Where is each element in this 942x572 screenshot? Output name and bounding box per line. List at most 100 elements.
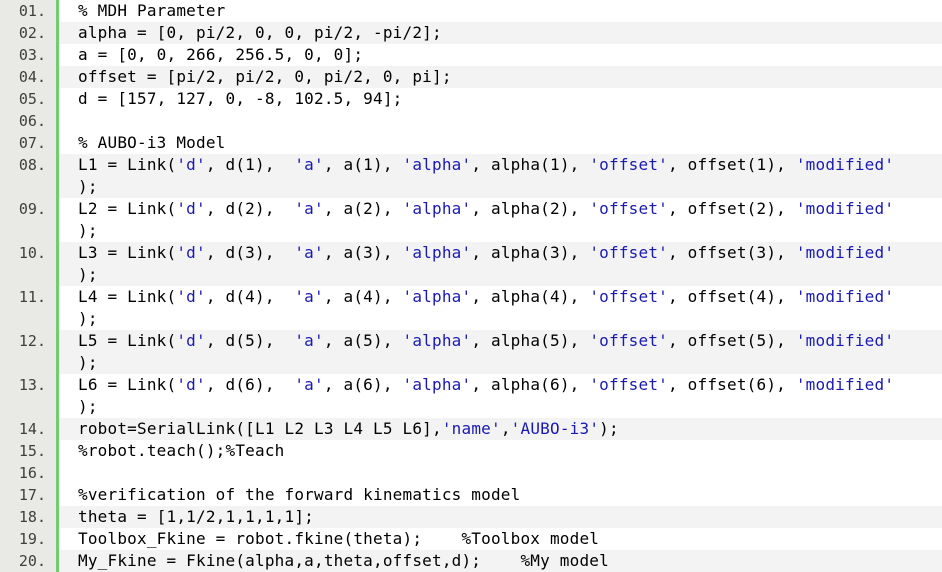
code-text[interactable]: theta = [1,1/2,1,1,1,1]; [59,506,942,528]
code-text[interactable]: L6 = Link('d', d(6), 'a', a(6), 'alpha',… [59,374,942,418]
string-literal: 'AUBO-i3' [510,419,600,438]
string-literal: 'name' [441,419,501,438]
string-literal: 'd' [176,287,206,306]
code-text[interactable]: L2 = Link('d', d(2), 'a', a(2), 'alpha',… [59,198,942,242]
change-marker [56,132,59,154]
line-number: 17. [0,484,56,506]
string-literal: 'offset' [589,199,669,218]
code-line[interactable]: 04.offset = [pi/2, pi/2, 0, pi/2, 0, pi]… [0,66,942,88]
code-line[interactable]: 20.My_Fkine = Fkine(alpha,a,theta,offset… [0,550,942,572]
code-text[interactable]: alpha = [0, pi/2, 0, 0, pi/2, -pi/2]; [59,22,942,44]
change-marker [56,506,59,528]
code-text[interactable]: % MDH Parameter [59,0,942,22]
string-literal: 'd' [176,375,206,394]
code-line[interactable]: 19.Toolbox_Fkine = robot.fkine(theta); %… [0,528,942,550]
code-line[interactable]: 15.%robot.teach();%Teach [0,440,942,462]
line-number: 15. [0,440,56,462]
line-number: 01. [0,0,56,22]
code-text[interactable]: L1 = Link('d', d(1), 'a', a(1), 'alpha',… [59,154,942,198]
code-line[interactable]: 12.L5 = Link('d', d(5), 'a', a(5), 'alph… [0,330,942,374]
code-line[interactable]: 09.L2 = Link('d', d(2), 'a', a(2), 'alph… [0,198,942,242]
code-line[interactable]: 18.theta = [1,1/2,1,1,1,1]; [0,506,942,528]
change-marker [56,374,59,418]
code-line[interactable]: 05.d = [157, 127, 0, -8, 102.5, 94]; [0,88,942,110]
wrapped-continuation: ); [78,397,98,416]
string-literal: 'a' [294,155,324,174]
code-line[interactable]: 03.a = [0, 0, 266, 256.5, 0, 0]; [0,44,942,66]
string-literal: 'alpha' [402,287,472,306]
code-text[interactable]: offset = [pi/2, pi/2, 0, pi/2, 0, pi]; [59,66,942,88]
wrapped-continuation: ); [78,309,98,328]
string-literal: 'alpha' [402,155,472,174]
code-line[interactable]: 11.L4 = Link('d', d(4), 'a', a(4), 'alph… [0,286,942,330]
code-text[interactable]: a = [0, 0, 266, 256.5, 0, 0]; [59,44,942,66]
change-marker [56,418,59,440]
code-line[interactable]: 06. [0,110,942,132]
line-number: 19. [0,528,56,550]
string-literal: 'modified' [795,243,895,262]
code-line[interactable]: 02.alpha = [0, pi/2, 0, 0, pi/2, -pi/2]; [0,22,942,44]
string-literal: 'd' [176,155,206,174]
code-text[interactable]: L3 = Link('d', d(3), 'a', a(3), 'alpha',… [59,242,942,286]
string-literal: 'a' [294,199,324,218]
change-marker [56,88,59,110]
code-line[interactable]: 08.L1 = Link('d', d(1), 'a', a(1), 'alph… [0,154,942,198]
code-line[interactable]: 17.%verification of the forward kinemati… [0,484,942,506]
line-number: 07. [0,132,56,154]
change-marker [56,484,59,506]
line-number: 14. [0,418,56,440]
string-literal: 'modified' [795,155,895,174]
code-line[interactable]: 14.robot=SerialLink([L1 L2 L3 L4 L5 L6],… [0,418,942,440]
code-text[interactable]: Toolbox_Fkine = robot.fkine(theta); %Too… [59,528,942,550]
code-line[interactable]: 10.L3 = Link('d', d(3), 'a', a(3), 'alph… [0,242,942,286]
string-literal: 'a' [294,287,324,306]
string-literal: 'modified' [795,199,895,218]
code-text[interactable]: L4 = Link('d', d(4), 'a', a(4), 'alpha',… [59,286,942,330]
line-number: 13. [0,374,56,418]
code-line[interactable]: 01.% MDH Parameter [0,0,942,22]
code-line[interactable]: 13.L6 = Link('d', d(6), 'a', a(6), 'alph… [0,374,942,418]
code-line[interactable]: 07.% AUBO-i3 Model [0,132,942,154]
change-marker [56,198,59,242]
line-number: 06. [0,110,56,132]
line-number: 05. [0,88,56,110]
line-number: 03. [0,44,56,66]
string-literal: 'alpha' [402,199,472,218]
change-marker [56,330,59,374]
string-literal: 'modified' [795,375,895,394]
string-literal: 'offset' [589,155,669,174]
code-text[interactable]: d = [157, 127, 0, -8, 102.5, 94]; [59,88,942,110]
string-literal: 'modified' [795,331,895,350]
code-text[interactable]: %verification of the forward kinematics … [59,484,942,506]
change-marker [56,0,59,22]
string-literal: 'd' [176,331,206,350]
change-marker [56,22,59,44]
change-marker [56,528,59,550]
string-literal: 'a' [294,375,324,394]
code-line[interactable]: 16. [0,462,942,484]
wrapped-continuation: ); [78,353,98,372]
change-marker [56,44,59,66]
string-literal: 'alpha' [402,243,472,262]
string-literal: 'd' [176,199,206,218]
code-text[interactable]: L5 = Link('d', d(5), 'a', a(5), 'alpha',… [59,330,942,374]
line-number: 08. [0,154,56,198]
line-number: 04. [0,66,56,88]
change-marker [56,440,59,462]
string-literal: 'd' [176,243,206,262]
code-text[interactable]: My_Fkine = Fkine(alpha,a,theta,offset,d)… [59,550,942,572]
line-number: 16. [0,462,56,484]
change-marker [56,110,59,132]
string-literal: 'a' [294,243,324,262]
code-text[interactable]: %robot.teach();%Teach [59,440,942,462]
string-literal: 'offset' [589,331,669,350]
string-literal: 'a' [294,331,324,350]
code-text[interactable]: % AUBO-i3 Model [59,132,942,154]
string-literal: 'offset' [589,375,669,394]
string-literal: 'alpha' [402,375,472,394]
string-literal: 'offset' [589,243,669,262]
code-text[interactable]: robot=SerialLink([L1 L2 L3 L4 L5 L6],'na… [59,418,942,440]
string-literal: 'offset' [589,287,669,306]
line-number: 02. [0,22,56,44]
